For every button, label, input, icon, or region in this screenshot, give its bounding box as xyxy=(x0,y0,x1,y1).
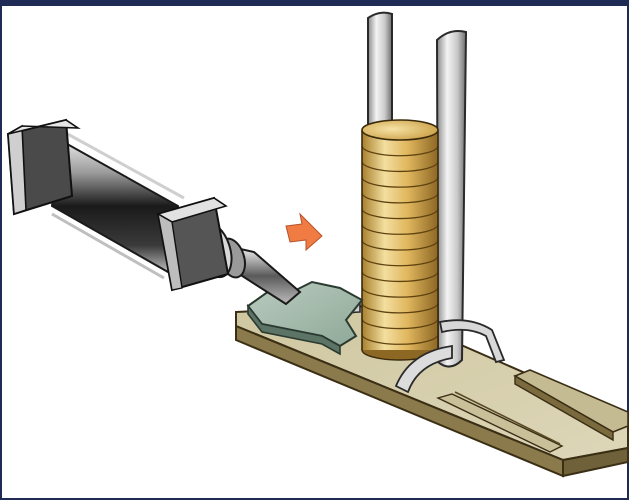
frame-top-border xyxy=(0,0,629,6)
frame-bottom-border xyxy=(0,498,629,500)
coin-stack xyxy=(361,119,439,361)
tube-right-slice xyxy=(435,30,468,368)
arrow-right-icon xyxy=(285,212,323,252)
coin-stack-outline xyxy=(361,130,439,350)
coin xyxy=(361,255,439,267)
coin xyxy=(361,287,439,298)
tube-clip-front xyxy=(394,344,453,394)
tie-rod-bottom xyxy=(51,212,165,280)
coin xyxy=(361,334,439,345)
feed-tube-back xyxy=(367,11,468,368)
coin xyxy=(361,192,439,204)
coin xyxy=(361,224,439,235)
coin xyxy=(361,161,439,173)
track-end-face xyxy=(562,446,629,478)
coin xyxy=(361,145,439,157)
coin xyxy=(361,239,439,251)
track-right-rail-side xyxy=(514,374,614,442)
coin xyxy=(361,208,439,220)
coin-stack-body xyxy=(362,130,438,350)
coin xyxy=(361,177,439,188)
rear-end-cap-front xyxy=(7,124,27,216)
pneumatic-cylinder xyxy=(6,118,302,306)
frame-left-border xyxy=(0,0,2,500)
track-groove xyxy=(454,391,561,445)
tube-left-slice xyxy=(367,11,393,129)
tie-rod-top xyxy=(63,130,185,200)
coin xyxy=(361,318,439,330)
tube-clip-right xyxy=(438,319,506,364)
frame-right-border xyxy=(627,0,629,500)
top-coin xyxy=(361,119,439,141)
rear-end-cap-top xyxy=(7,119,81,135)
track-front-rail xyxy=(436,393,564,453)
coin xyxy=(361,302,439,314)
pusher-side xyxy=(247,303,341,356)
coin xyxy=(361,271,439,283)
front-end-cap-side xyxy=(157,212,183,291)
